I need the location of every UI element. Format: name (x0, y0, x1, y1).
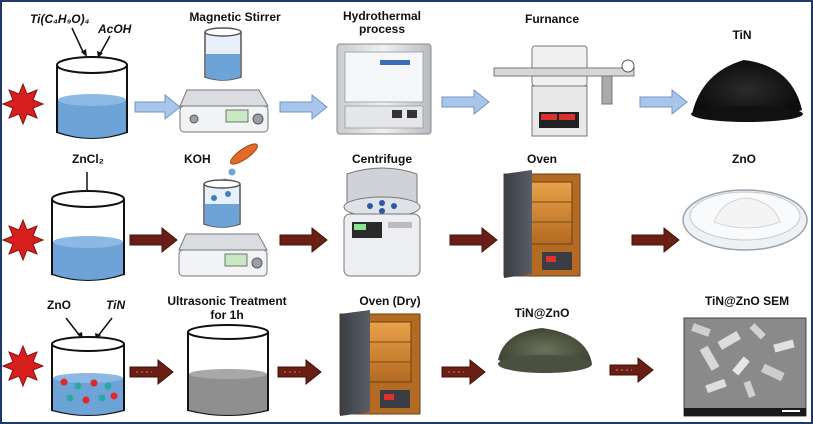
stage-label-ultrasonic: Ultrasonic Treatment (167, 294, 287, 308)
tube-furnace-icon (493, 45, 635, 137)
arrow-row2-b (279, 226, 328, 254)
product-label-tin-zno-sem: TiN@ZnO SEM (704, 294, 790, 308)
magnetic-stirrer-icon (179, 27, 269, 133)
step-badge-1 (2, 82, 45, 126)
arrow-row3-c (441, 358, 486, 386)
arrow-row2-d (631, 226, 680, 254)
oven-icon (503, 170, 581, 278)
centrifuge-icon (343, 167, 421, 277)
arrow-row2-a (129, 226, 178, 254)
stage-label-ultrasonic-duration: for 1h (210, 308, 244, 322)
arrow-row2-c (449, 226, 498, 254)
arrow-row1-d (639, 88, 688, 116)
beaker-row3 (51, 317, 125, 416)
reagent-label-zno: ZnO (47, 298, 71, 312)
arrow-row1-c (441, 88, 490, 116)
step-badge-2 (2, 218, 45, 262)
ultrasonic-beaker (187, 324, 269, 416)
tin-powder-pile (691, 60, 803, 122)
hydrothermal-oven-icon (336, 43, 432, 135)
product-label-tin: TiN (732, 28, 752, 42)
reagent-label-zncl2: ZnCl₂ (72, 152, 104, 166)
arrow-row3-b (277, 358, 322, 386)
beaker-row2 (51, 172, 125, 281)
product-label-zno: ZnO (732, 152, 756, 166)
magnetic-stirrer-row2-icon (178, 179, 268, 277)
arrow-row3-a (129, 358, 174, 386)
stage-label-magnetic-stirrer: Magnetic Stirrer (189, 10, 281, 24)
reagent-label-tin: TiN (106, 298, 126, 312)
arrow-row1-b (279, 93, 328, 121)
tin-zno-powder (498, 328, 592, 373)
arrow-row1-a (134, 93, 181, 121)
step-badge-3 (2, 344, 45, 388)
beaker-row1 (56, 27, 128, 139)
reagent-label-ti-butoxide: Ti(C₄H₉O)₄ (30, 12, 90, 26)
stage-label-oven: Oven (526, 152, 557, 166)
arrow-row3-d (609, 356, 654, 384)
reagent-label-acoh: AcOH (98, 22, 132, 36)
product-label-tin-zno: TiN@ZnO (514, 306, 570, 320)
stage-label-centrifuge: Centrifuge (352, 152, 412, 166)
stage-label-furnance: Furnance (524, 12, 579, 26)
oven-dry-icon (339, 310, 421, 416)
stage-label-oven-dry: Oven (Dry) (359, 294, 421, 308)
reagent-label-koh: KOH (184, 152, 211, 166)
stage-label-hydrothermal: Hydrothermal process (342, 9, 422, 36)
sem-image (683, 317, 807, 417)
zno-petri-dish (682, 189, 808, 251)
